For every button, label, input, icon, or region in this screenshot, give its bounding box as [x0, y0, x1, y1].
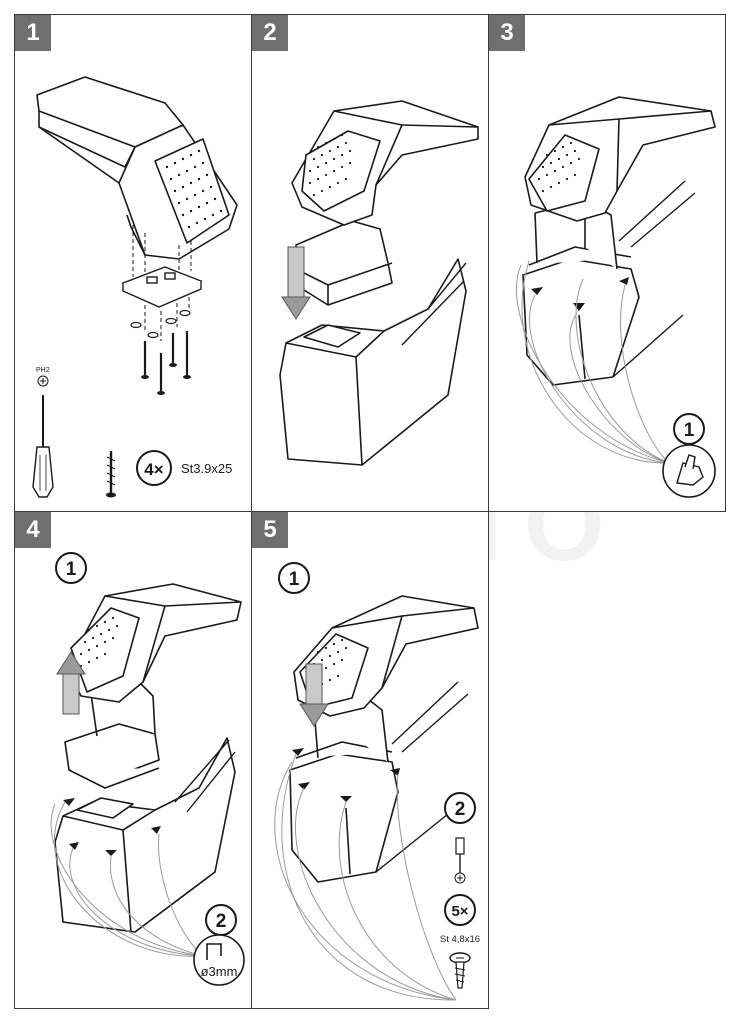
up-arrow-icon: [56, 651, 86, 715]
screwdriver-bit-icon: [454, 837, 466, 884]
sub-step-circle-b: [444, 792, 476, 824]
sub-step-circle: [673, 413, 705, 445]
callout-lines: [516, 260, 670, 464]
screwdriver-icon: [32, 375, 54, 498]
screw-icon: [449, 952, 471, 989]
screws-illustration: [143, 331, 189, 391]
quantity-circle: [136, 450, 172, 486]
drill-profile-icon: [206, 943, 222, 960]
callout-lines: [274, 753, 457, 1001]
sub-step-number-b: 2: [455, 799, 466, 820]
down-arrow-icon: [281, 246, 311, 320]
sub-step-number-a: 1: [289, 569, 300, 590]
drill-size-label: ø3mm: [201, 964, 238, 979]
grip-dots: [165, 149, 223, 229]
armrest-exploded-illustration: PH2 4× St3.9x25: [32, 76, 238, 498]
step-number-badge: 4: [15, 512, 51, 548]
mounting-bracket: [121, 266, 203, 308]
step-number-badge: 2: [252, 15, 288, 51]
step-panel-4: 4 1: [14, 511, 252, 1009]
step-number-badge: 3: [489, 15, 525, 51]
screw-spec: St 4,8x16: [440, 934, 480, 945]
tool-label: PH2: [36, 367, 50, 374]
step-panel-1: 1: [14, 14, 252, 512]
step-number-badge: 1: [15, 15, 51, 51]
screw-icon: [106, 451, 116, 498]
sub-step-number-a: 1: [66, 559, 77, 580]
clip-release-illustration: 1: [516, 96, 716, 498]
sub-step-circle-a: [55, 552, 87, 584]
step-panel-2: 2: [251, 14, 489, 512]
sub-step-circle-a: [278, 562, 310, 594]
step-panel-3: 3: [488, 14, 726, 512]
armrest-fix-illustration: 1: [274, 562, 480, 1001]
down-arrow-icon: [299, 663, 329, 727]
step-number-badge: 5: [252, 512, 288, 548]
armrest-lift-illustration: 1: [50, 552, 245, 986]
sub-step-number-b: 2: [216, 911, 227, 932]
step-panel-5: 5 1: [251, 511, 489, 1009]
hand-press-icon: [676, 454, 704, 486]
sub-step-number: 1: [684, 420, 695, 441]
screw-quantity: 5×: [451, 903, 468, 920]
quantity-circle: [444, 894, 476, 926]
armrest-insert-illustration: [279, 100, 479, 466]
screw-quantity: 4×: [144, 460, 163, 479]
callout-lines: [50, 801, 204, 957]
screw-spec: St3.9x25: [181, 461, 232, 476]
